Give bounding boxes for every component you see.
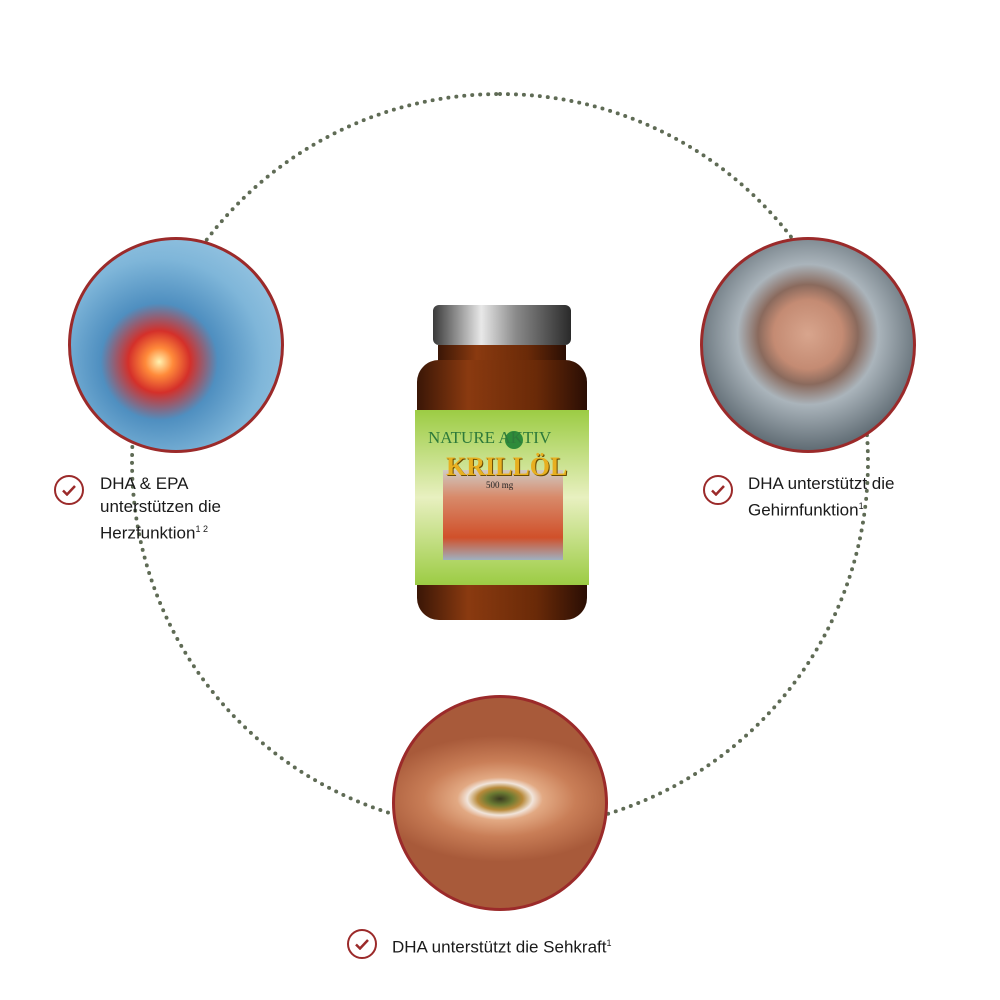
benefit-brain: DHA unterstützt die Gehirnfunktion1 [748,472,894,522]
check-icon [347,929,377,959]
heart-image [68,237,284,453]
eye-image [392,695,608,911]
check-icon [54,475,84,505]
product-name: KRILLÖL [446,452,568,481]
benefit-text: Gehirnfunktion1 [748,500,864,520]
benefit-text: unterstützen die [100,497,221,516]
benefit-text: DHA & EPA [100,474,189,493]
product-dose: 500 mg [486,480,514,490]
brain-image [700,237,916,453]
benefit-text: Herzfunktion1 2 [100,523,208,543]
benefit-eye: DHA unterstützt die Sehkraft1 [392,937,612,957]
benefit-text: DHA unterstützt die [748,474,895,493]
benefit-heart: DHA & EPA unterstützen die Herzfunktion1… [100,472,221,545]
product-bottle [415,305,589,620]
check-icon [703,475,733,505]
brand-logo: NATURE AKTIV [428,428,552,447]
